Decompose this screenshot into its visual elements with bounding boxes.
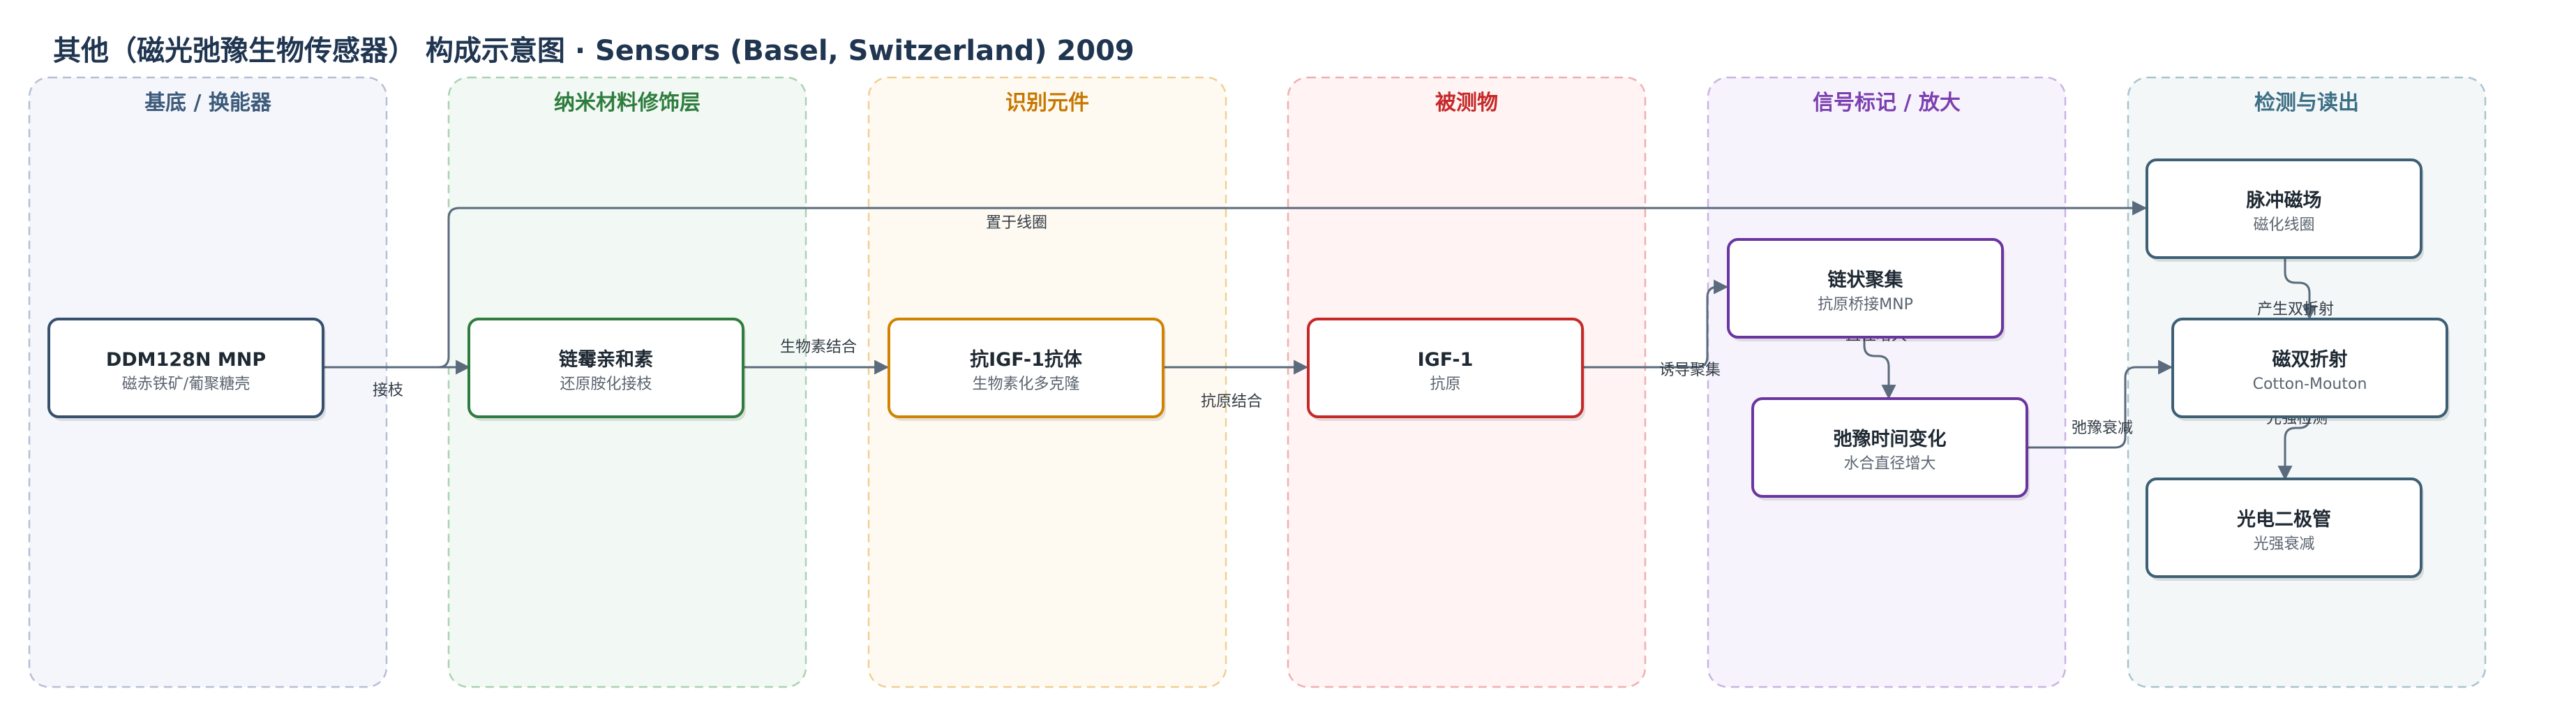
node-title: 磁双折射 xyxy=(2272,349,2348,371)
node-title: 链霉亲和素 xyxy=(559,348,653,371)
node-title: 抗IGF-1抗体 xyxy=(970,348,1083,371)
node-title: DDM128N MNP xyxy=(106,349,266,371)
lane-label: 纳米材料修饰层 xyxy=(554,91,701,115)
node-subtitle: 光强衰减 xyxy=(2253,535,2314,553)
lane-label: 识别元件 xyxy=(1005,91,1089,115)
lane-label: 检测与读出 xyxy=(2254,91,2359,115)
node-subtitle: 还原胺化接枝 xyxy=(560,376,652,393)
edge-connector xyxy=(2277,417,2311,481)
edge-connector xyxy=(1863,334,1896,400)
lane-5 xyxy=(1707,76,2067,688)
node-box[interactable]: IGF-1 抗原 xyxy=(1307,318,1585,421)
node-subtitle: 磁化线圈 xyxy=(2253,216,2314,234)
lane-label: 被测物 xyxy=(1435,91,1498,115)
edge-label: 诱导聚集 xyxy=(1659,362,1721,379)
edge-label: 生物素结合 xyxy=(780,339,857,356)
node-subtitle: 抗原桥接MNP xyxy=(1818,296,1913,313)
node-title: 链状聚集 xyxy=(1828,269,1904,291)
edge-label: 接枝 xyxy=(373,382,403,399)
page-title: 其他（磁光弛豫生物传感器） 构成示意图 · Sensors (Basel, Sw… xyxy=(53,35,1135,67)
node-subtitle: Cotton-Mouton xyxy=(2253,376,2367,393)
edge-connector xyxy=(2027,360,2173,449)
node-title: 脉冲磁场 xyxy=(2246,190,2322,212)
node-box[interactable]: DDM128N MNP 磁赤铁矿/葡聚糖壳 xyxy=(47,318,326,421)
lane-label: 基底 / 换能器 xyxy=(144,91,272,115)
node-title: IGF-1 xyxy=(1418,349,1474,371)
node-subtitle: 抗原 xyxy=(1430,376,1460,393)
node-subtitle: 磁赤铁矿/葡聚糖壳 xyxy=(122,376,250,393)
node-title: 弛豫时间变化 xyxy=(1834,428,1947,450)
node-box[interactable]: 磁双折射 Cotton-Mouton xyxy=(2171,318,2450,421)
edge-connector xyxy=(2284,258,2317,320)
lane-label: 信号标记 / 放大 xyxy=(1813,91,1961,115)
edge-connector xyxy=(324,200,2148,369)
node-subtitle: 水合直径增大 xyxy=(1843,455,1935,473)
edge-connector xyxy=(1582,279,1729,369)
edge-label: 抗原结合 xyxy=(1201,393,1262,410)
edge-label: 置于线圈 xyxy=(986,214,1047,232)
node-subtitle: 生物素化多克隆 xyxy=(972,376,1079,393)
node-title: 光电二极管 xyxy=(2236,509,2331,531)
edge-label: 弛豫衰减 xyxy=(2072,420,2133,437)
edge-label: 产生双折射 xyxy=(2257,301,2334,318)
